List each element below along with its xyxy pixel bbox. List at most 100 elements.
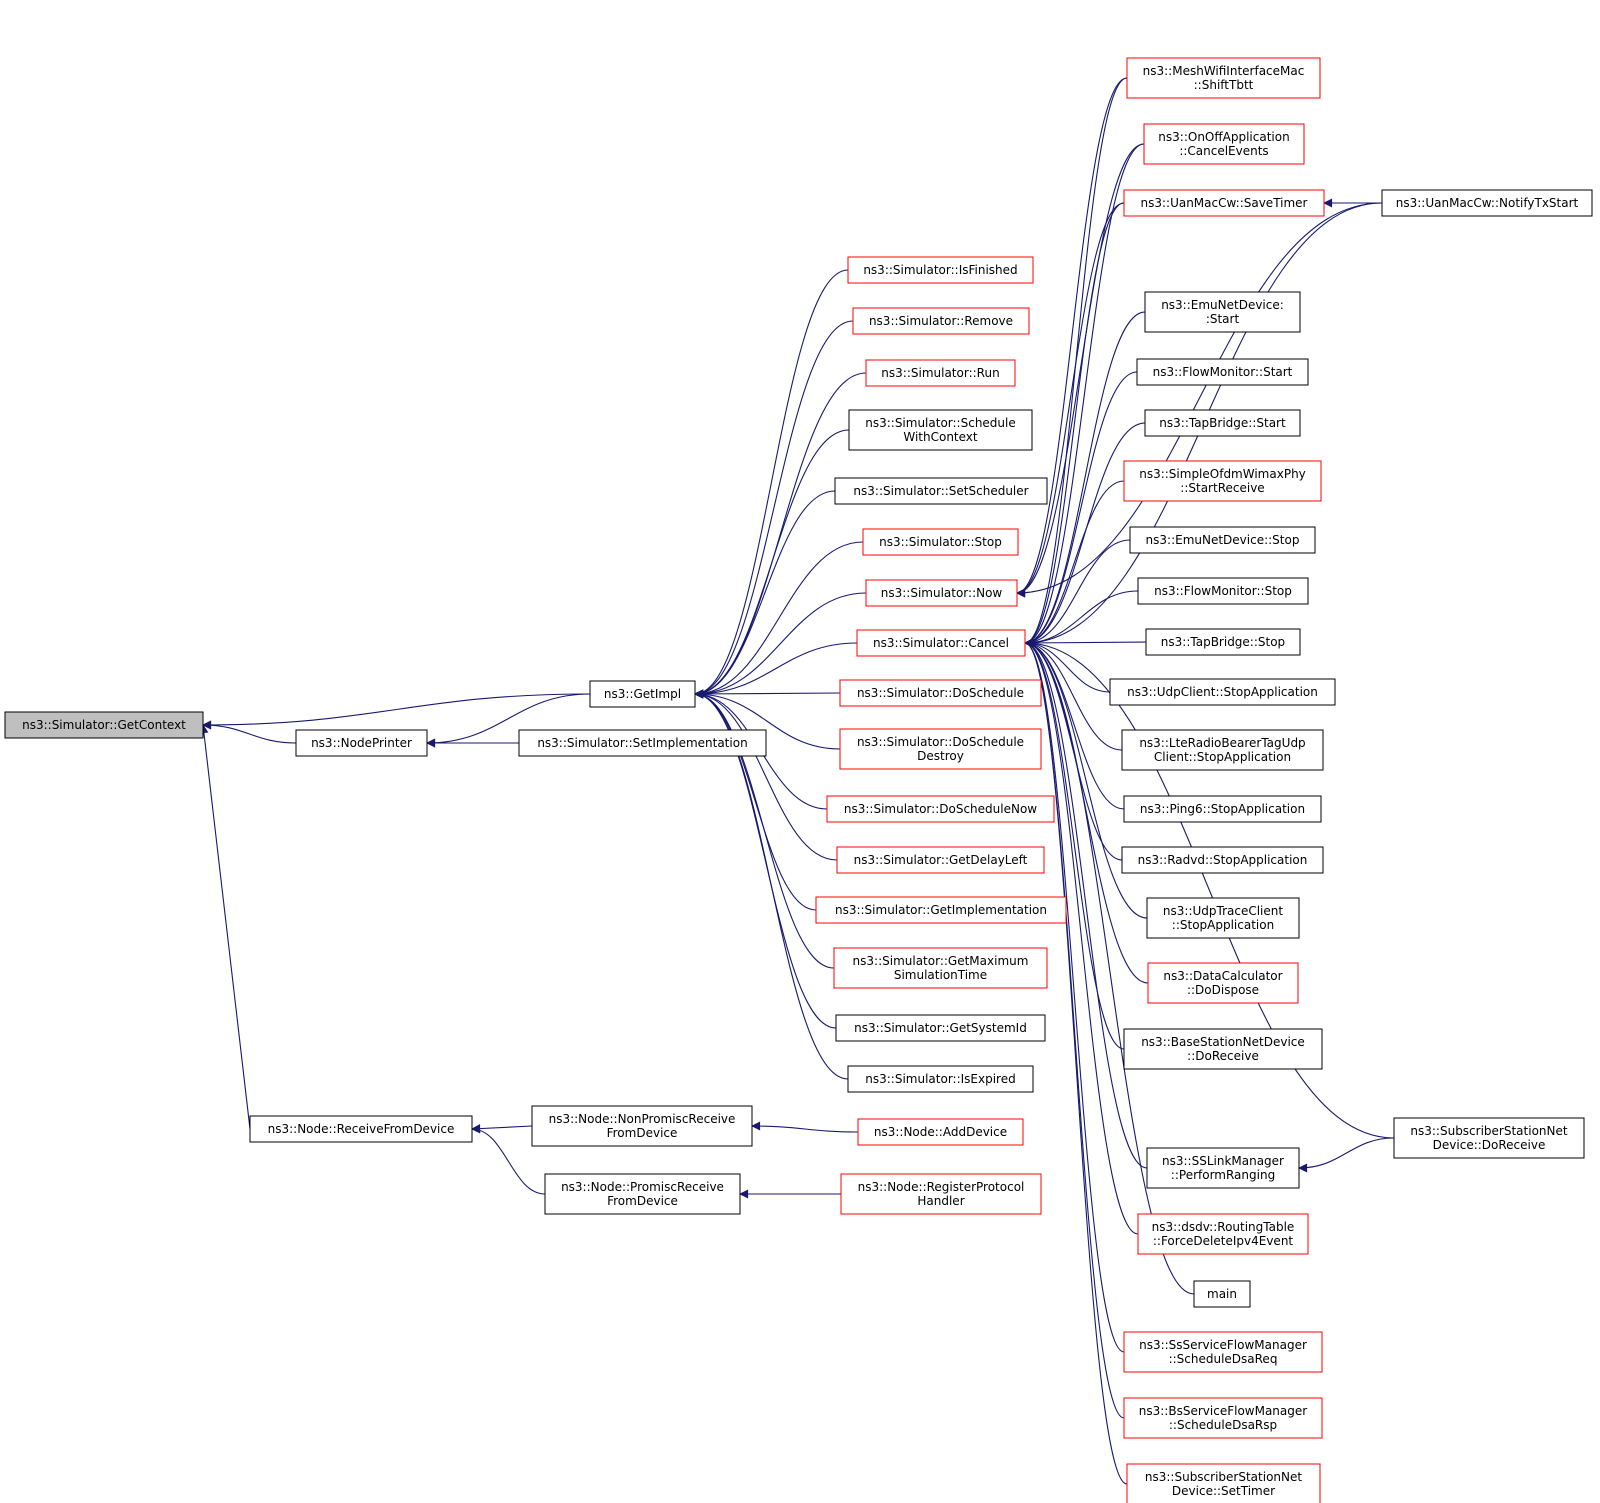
node-now[interactable]: ns3::Simulator::Now [865, 579, 1018, 607]
node-get-impl[interactable]: ns3::GetImpl [589, 680, 696, 708]
node-is-expired[interactable]: ns3::Simulator::IsExpired [847, 1065, 1034, 1093]
edge-receive-from-device-to-get-context [199, 724, 251, 1130]
node-bs-do-receive[interactable]: ns3::BaseStationNetDevice::DoReceive [1123, 1028, 1323, 1070]
node-is-finished[interactable]: ns3::Simulator::IsFinished [847, 256, 1034, 284]
node-box [826, 795, 1055, 823]
edge-ss-set-timer-to-cancel [1024, 638, 1128, 1485]
node-get-context[interactable]: ns3::Simulator::GetContext [4, 711, 204, 739]
node-tap-bridge-stop[interactable]: ns3::TapBridge::Stop [1145, 628, 1301, 656]
node-remove[interactable]: ns3::Simulator::Remove [852, 307, 1030, 335]
node-mesh-shift-tbtt[interactable]: ns3::MeshWifiInterfaceMac::ShiftTbtt [1126, 57, 1321, 99]
edge-ofdm-start-receive-to-cancel [1024, 480, 1125, 648]
node-box [847, 256, 1034, 284]
node-box [839, 728, 1042, 770]
node-ping6-stop[interactable]: ns3::Ping6::StopApplication [1123, 795, 1322, 823]
node-get-system-id[interactable]: ns3::Simulator::GetSystemId [835, 1014, 1046, 1042]
node-label: ns3::Radvd::StopApplication [1138, 853, 1308, 867]
node-receive-from-device[interactable]: ns3::Node::ReceiveFromDevice [249, 1115, 473, 1143]
node-label: ns3::NodePrinter [311, 736, 412, 750]
node-run[interactable]: ns3::Simulator::Run [865, 359, 1016, 387]
node-box [834, 477, 1048, 505]
node-label: ns3::Simulator::SetScheduler [853, 484, 1028, 498]
edge [1016, 77, 1128, 598]
node-ss-do-receive[interactable]: ns3::SubscriberStationNetDevice::DoRecei… [1393, 1117, 1585, 1159]
node-label: ::PerformRanging [1171, 1168, 1275, 1182]
node-box [1147, 962, 1299, 1004]
edge [1024, 638, 1195, 1295]
node-lte-stop[interactable]: ns3::LteRadioBearerTagUdpClient::StopApp… [1121, 729, 1324, 771]
node-ss-schedule-dsa-req[interactable]: ns3::SsServiceFlowManager::ScheduleDsaRe… [1123, 1331, 1323, 1373]
node-data-calc-dispose[interactable]: ns3::DataCalculator::DoDispose [1147, 962, 1299, 1004]
node-label: ns3::Simulator::Stop [879, 535, 1002, 549]
edge [694, 689, 838, 861]
edge-get-delay-left-to-get-impl [694, 689, 838, 861]
node-add-device[interactable]: ns3::Node::AddDevice [857, 1118, 1024, 1146]
node-ss-set-timer[interactable]: ns3::SubscriberStationNetDevice::SetTime… [1126, 1463, 1321, 1503]
node-label: ns3::Node::PromiscReceive [561, 1180, 724, 1194]
node-label: ns3::SubscriberStationNet [1145, 1470, 1302, 1484]
node-onoff-cancel-events[interactable]: ns3::OnOffApplication::CancelEvents [1143, 123, 1305, 165]
node-node-printer[interactable]: ns3::NodePrinter [295, 729, 428, 757]
node-label: ns3::Simulator::IsExpired [865, 1072, 1015, 1086]
node-main[interactable]: main [1193, 1280, 1251, 1308]
node-flow-monitor-start[interactable]: ns3::FlowMonitor::Start [1136, 358, 1309, 386]
node-get-implementation[interactable]: ns3::Simulator::GetImplementation [815, 896, 1067, 924]
edge-uan-notify-tx-start-to-now [1016, 202, 1383, 598]
node-label: ns3::Simulator::GetContext [22, 718, 186, 732]
node-bs-schedule-dsa-rsp[interactable]: ns3::BsServiceFlowManager::ScheduleDsaRs… [1123, 1397, 1323, 1439]
node-do-schedule[interactable]: ns3::Simulator::DoSchedule [839, 679, 1042, 707]
node-label: ns3::Simulator::DoSchedule [857, 686, 1024, 700]
node-radvd-stop[interactable]: ns3::Radvd::StopApplication [1121, 846, 1324, 874]
node-box [862, 528, 1019, 556]
node-label: ns3::TapBridge::Start [1159, 416, 1286, 430]
edge-promisc-receive-to-receive-from-device [471, 1124, 546, 1195]
node-udp-client-stop[interactable]: ns3::UdpClient::StopApplication [1109, 678, 1336, 706]
node-ofdm-start-receive[interactable]: ns3::SimpleOfdmWimaxPhy::StartReceive [1123, 460, 1322, 502]
edge-set-scheduler-to-get-impl [694, 490, 836, 699]
node-label: ns3::EmuNetDevice::Stop [1146, 533, 1300, 547]
node-box [848, 409, 1033, 451]
node-udp-trace-stop[interactable]: ns3::UdpTraceClient::StopApplication [1146, 897, 1300, 939]
node-dsdv-force-delete[interactable]: ns3::dsdv::RoutingTable::ForceDeleteIpv4… [1137, 1213, 1309, 1255]
node-do-schedule-now[interactable]: ns3::Simulator::DoScheduleNow [826, 795, 1055, 823]
edge-dsdv-force-delete-to-cancel [1024, 638, 1139, 1235]
node-set-implementation[interactable]: ns3::Simulator::SetImplementation [518, 729, 767, 757]
node-label: ns3::Ping6::StopApplication [1140, 802, 1305, 816]
node-box [847, 1065, 1034, 1093]
node-stop[interactable]: ns3::Simulator::Stop [862, 528, 1019, 556]
node-box [1121, 846, 1324, 874]
node-label: ns3::Simulator::IsFinished [863, 263, 1017, 277]
node-flow-monitor-stop[interactable]: ns3::FlowMonitor::Stop [1137, 577, 1309, 605]
node-tap-bridge-start[interactable]: ns3::TapBridge::Start [1144, 409, 1301, 437]
node-box [833, 947, 1048, 989]
node-uan-notify-tx-start[interactable]: ns3::UanMacCw::NotifyTxStart [1381, 189, 1593, 217]
edge [1024, 539, 1131, 648]
node-box [589, 680, 696, 708]
node-label: Device::SetTimer [1172, 1484, 1275, 1498]
edge-ping6-stop-to-cancel [1024, 638, 1125, 810]
node-label: ::ScheduleDsaReq [1169, 1352, 1278, 1366]
edge-udp-trace-stop-to-cancel [1024, 638, 1148, 919]
edge-is-expired-to-get-impl [694, 689, 849, 1080]
node-get-delay-left[interactable]: ns3::Simulator::GetDelayLeft [836, 846, 1045, 874]
edge [1024, 77, 1128, 648]
edge-tap-bridge-stop-to-cancel [1024, 638, 1147, 648]
edge-node-printer-to-get-context [202, 720, 297, 744]
node-set-scheduler[interactable]: ns3::Simulator::SetScheduler [834, 477, 1048, 505]
node-label: ns3::SsServiceFlowManager [1139, 1338, 1307, 1352]
node-ss-perform-ranging[interactable]: ns3::SSLinkManager::PerformRanging [1146, 1147, 1300, 1189]
edge-ss-do-receive-to-cancel [1024, 638, 1395, 1139]
node-label: ns3::Simulator::Schedule [865, 416, 1016, 430]
node-uan-save-timer[interactable]: ns3::UanMacCw::SaveTimer [1123, 189, 1325, 217]
node-emu-stop[interactable]: ns3::EmuNetDevice::Stop [1129, 526, 1316, 554]
node-emu-start[interactable]: ns3::EmuNetDevice::Start [1144, 291, 1301, 333]
node-box [835, 1014, 1046, 1042]
node-cancel[interactable]: ns3::Simulator::Cancel [856, 629, 1026, 657]
node-label: ns3::Simulator::GetSystemId [854, 1021, 1027, 1035]
